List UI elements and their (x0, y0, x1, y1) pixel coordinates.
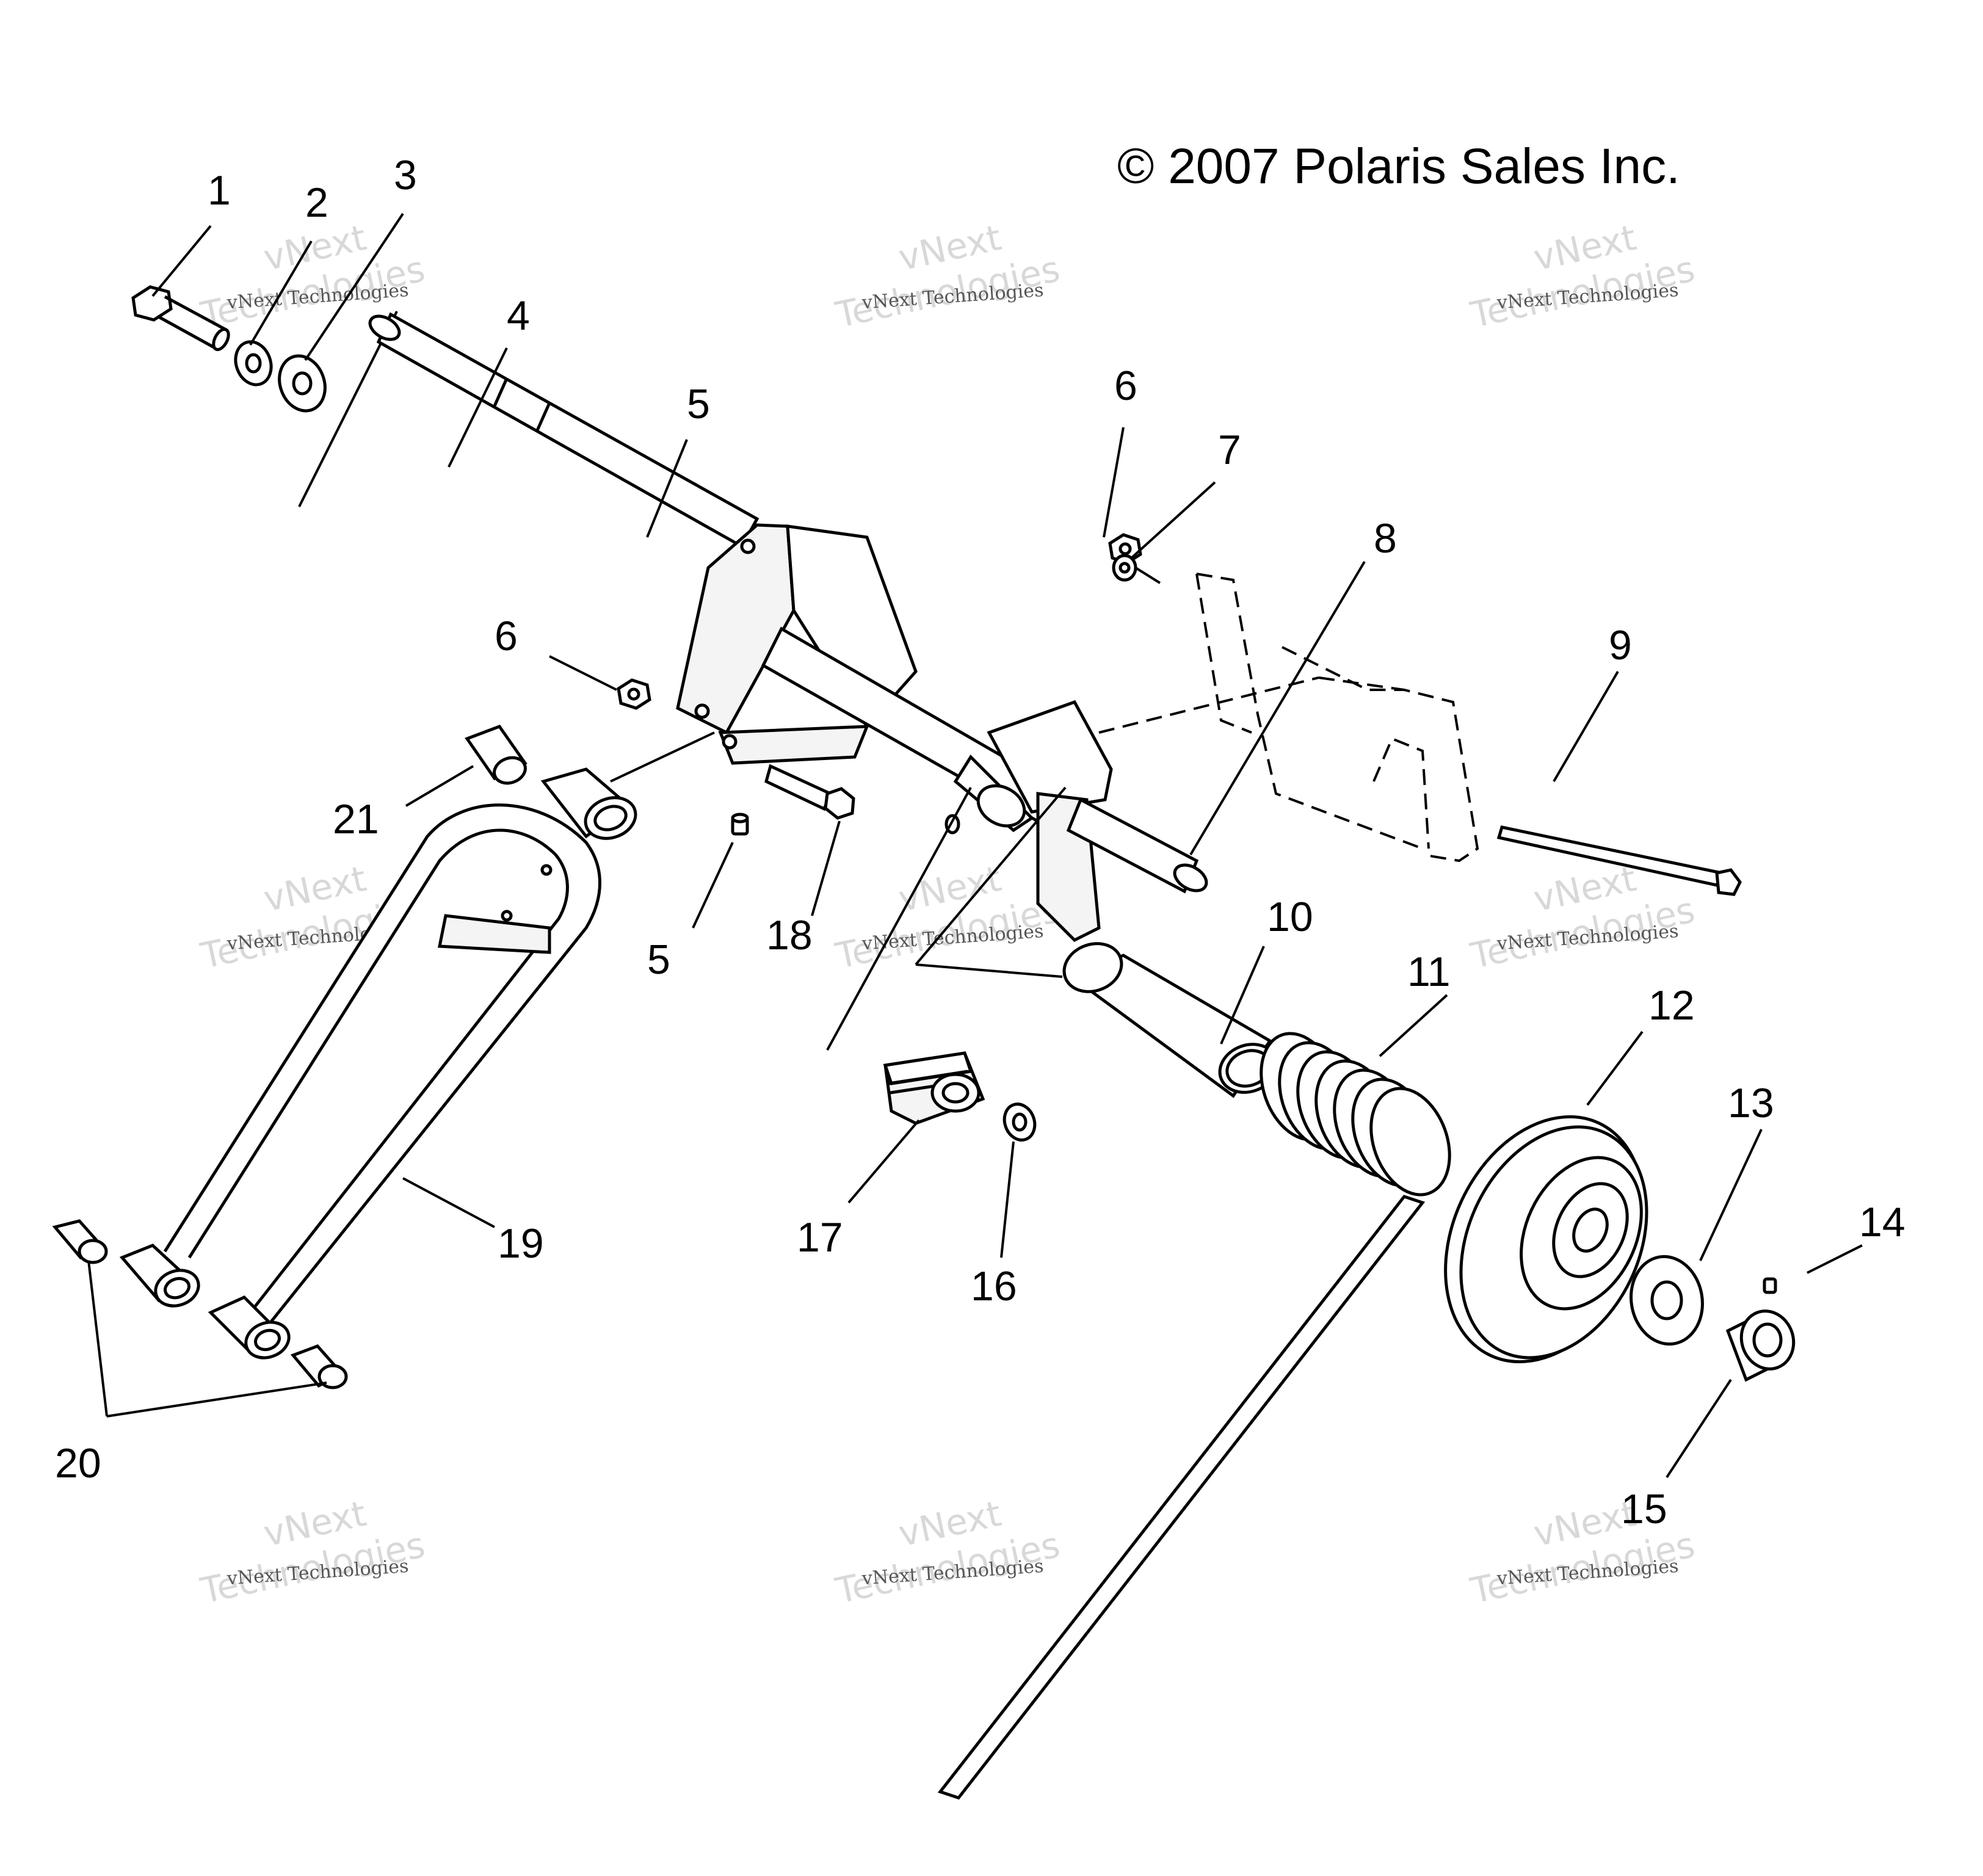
copyright-text: © 2007 Polaris Sales Inc. (1117, 139, 1680, 194)
callout-4: 4 (507, 292, 530, 339)
callout-17: 17 (797, 1214, 843, 1261)
frame-bracket (676, 523, 1208, 943)
callout-11: 11 (1407, 949, 1451, 995)
callout-20: 20 (55, 1440, 101, 1487)
bolt-part-18 (764, 764, 855, 820)
callout-6: 6 (1114, 363, 1137, 409)
bushing-part-21 (465, 724, 527, 785)
callout-7: 7 (1218, 427, 1241, 473)
tunnel-outline (1098, 573, 1479, 863)
watermark: vNext Technologies vNext Technologies (832, 217, 1064, 336)
wheel-part-12 (1444, 1115, 1648, 1364)
bushing-upper (540, 767, 637, 840)
washer-part-13 (1630, 1255, 1704, 1346)
bushing-part-20-d (290, 1344, 348, 1389)
callout-15: 15 (1621, 1486, 1667, 1532)
watermark: vNext Technologies vNext Technologies (197, 1493, 429, 1612)
spring-part-11 (937, 1032, 1451, 1800)
bushing-part-20-c (208, 1295, 291, 1360)
watermark: vNext Technologies vNext Technologies (832, 858, 1064, 977)
collar-part-15 (1725, 1309, 1796, 1382)
watermark: vNext Technologies vNext Technologies (1466, 217, 1698, 336)
callout-2: 2 (305, 179, 328, 226)
leader-lines (87, 212, 1863, 1479)
callout-14: 14 (1859, 1199, 1905, 1245)
callout-3: 3 (394, 152, 417, 198)
callout-5-lower: 5 (647, 936, 670, 983)
sleeve-part-10 (1062, 942, 1279, 1098)
setscrew-part-14 (1763, 1277, 1777, 1294)
callout-6-middle: 6 (495, 613, 518, 659)
block-part-17 (883, 1051, 985, 1125)
axle-part-4 (368, 312, 759, 549)
callout-1: 1 (208, 167, 231, 214)
callout-19: 19 (498, 1220, 544, 1267)
callout-13: 13 (1728, 1080, 1774, 1126)
nut-part-6-middle (617, 678, 651, 710)
rod-part-9 (1496, 825, 1742, 896)
callout-5: 5 (687, 381, 710, 427)
callout-21: 21 (333, 796, 379, 842)
callout-10: 10 (1267, 894, 1313, 940)
callout-8: 8 (1374, 515, 1397, 562)
watermark: vNext Technologies vNext Technologies (832, 1493, 1064, 1612)
washer-part-16 (1002, 1103, 1037, 1142)
bolt-part-1 (131, 285, 230, 352)
callout-9: 9 (1609, 622, 1632, 668)
washer-part-3 (278, 354, 327, 413)
callout-12: 12 (1648, 982, 1695, 1029)
washer-part-2 (234, 340, 273, 386)
arm-part-19 (163, 803, 601, 1326)
callout-16: 16 (971, 1263, 1017, 1309)
callout-18: 18 (766, 912, 813, 958)
bushing-part-20-a (52, 1219, 108, 1264)
callout-labels: 1 2 3 4 5 6 7 8 9 10 11 12 13 14 15 16 1… (55, 152, 1905, 1532)
grease-fitting-part-5 (731, 813, 749, 836)
bushing-part-20-b (119, 1244, 200, 1308)
washer-part-7 (1112, 554, 1161, 584)
